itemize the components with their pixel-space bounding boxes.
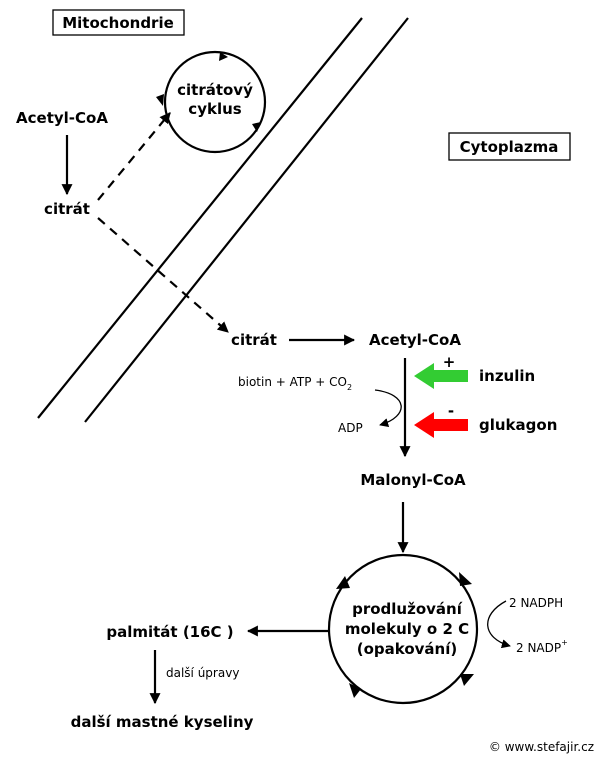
further-modifications-label: další úpravy — [166, 666, 239, 680]
glucagon-sign: - — [448, 402, 454, 420]
cofactor-curve — [374, 389, 402, 427]
glucagon-arrow — [414, 412, 468, 438]
elongation-arrowhead — [349, 683, 361, 698]
dashed-arrow-to-cytoplasm — [97, 217, 229, 333]
elongation-label-1: prodlužování — [352, 600, 463, 618]
elongation-cycle-circle — [327, 553, 479, 705]
membrane-inner-line — [84, 17, 409, 423]
citric-cycle-label-2: cyklus — [188, 100, 241, 118]
mitochondria-box — [52, 9, 185, 36]
acetyl-coa-cyto-label: Acetyl-CoA — [369, 331, 461, 349]
adp-label: ADP — [338, 421, 363, 435]
citric-cycle-arrowhead — [156, 94, 164, 106]
citrate-cyto-label: citrát — [231, 331, 277, 349]
co2-subscript: 2 — [347, 383, 352, 392]
elongation-arrowhead — [459, 572, 472, 586]
membrane-outer-line — [37, 17, 363, 419]
citric-cycle-label-1: citrátový — [177, 81, 253, 99]
citrate-mito-label: citrát — [44, 200, 90, 218]
cytoplasm-label: Cytoplazma — [460, 138, 559, 156]
cofactor-inputs-label: biotin + ATP + CO2 — [238, 375, 352, 392]
cofactor-inputs-text: biotin + ATP + CO — [238, 375, 347, 389]
malonyl-coa-label: Malonyl-CoA — [360, 471, 466, 489]
glucagon-label: glukagon — [479, 416, 557, 434]
copyright-text: © www.stefajir.cz — [489, 740, 594, 754]
acetyl-coa-mito-label: Acetyl-CoA — [16, 109, 108, 127]
nadp-label: 2 NADP+ — [516, 638, 568, 655]
citric-cycle-circle — [163, 50, 267, 154]
elongation-label-3: (opakování) — [357, 640, 457, 658]
cytoplasm-box — [448, 132, 571, 161]
insulin-label: inzulin — [479, 367, 535, 385]
citric-cycle-arrowhead — [219, 52, 228, 61]
other-fatty-acids-label: další mastné kyseliny — [71, 713, 254, 731]
elongation-label-2: molekuly o 2 C — [345, 620, 469, 638]
nadph-label: 2 NADPH — [509, 596, 563, 610]
nadp-text: 2 NADP — [516, 641, 561, 655]
dashed-arrow-to-cycle — [97, 112, 171, 201]
nadp-superscript: + — [561, 638, 568, 647]
nadph-curve — [487, 600, 511, 649]
palmitate-label: palmitát (16C ) — [106, 623, 233, 641]
citric-cycle-arrowhead — [252, 122, 261, 132]
elongation-arrowhead — [460, 674, 474, 686]
mitochondria-label: Mitochondrie — [62, 14, 174, 32]
insulin-arrow — [414, 363, 468, 389]
elongation-arrowhead — [336, 576, 350, 589]
insulin-sign: + — [443, 353, 456, 371]
